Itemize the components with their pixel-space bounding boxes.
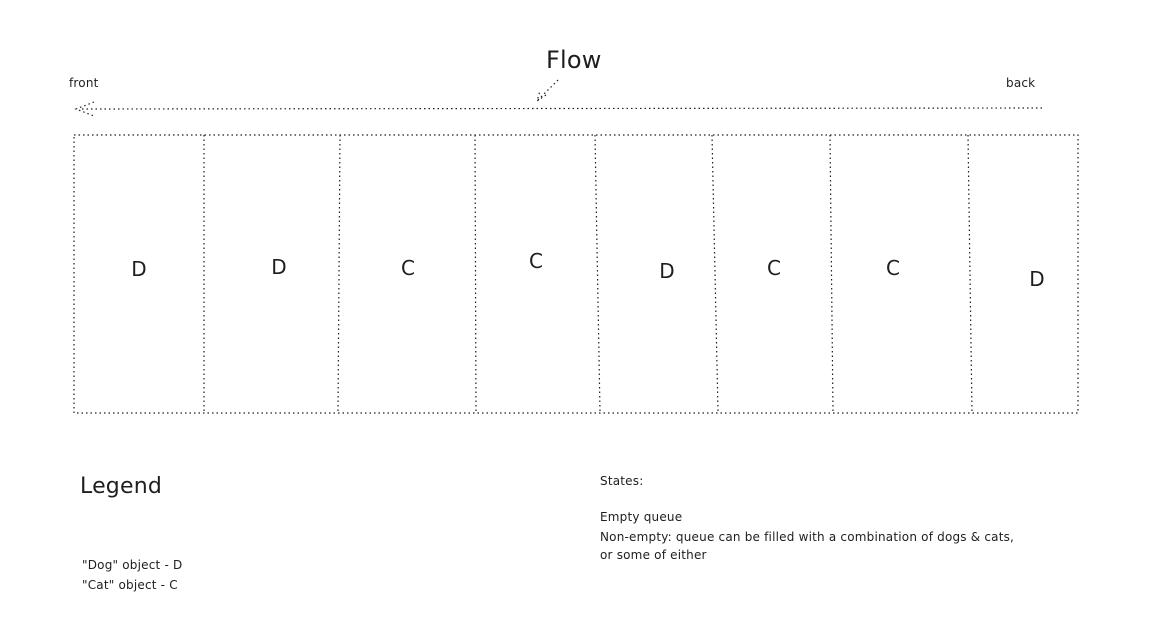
queue-cell-label: C [401,256,415,280]
queue-divider [829,134,834,413]
queue-cell-label: C [529,249,543,273]
queue-divider [337,134,341,413]
flow-label-pointer [536,79,559,102]
legend-item-cat: "Cat" object - C [82,578,178,592]
queue-divider [711,134,719,412]
states-title: States: [600,474,644,488]
state-non-empty: Non-empty: queue can be filled with a co… [600,530,1015,544]
legend-item-dog: "Dog" object - D [82,558,183,572]
state-empty: Empty queue [600,510,683,524]
legend-title: Legend [80,474,163,499]
queue-box [73,134,1079,414]
front-label: front [69,76,99,90]
queue-cell-label: D [659,259,675,283]
queue-cell-label: D [131,257,147,281]
queue-cell-label: C [886,256,900,280]
flow-arrow-line [81,107,1043,110]
state-non-empty-continued: or some of either [600,548,707,562]
queue-divider [967,134,973,414]
queue-cell-label: D [1029,267,1045,291]
queue-divider [594,134,601,413]
queue-cell-label: C [767,256,781,280]
queue-cell-label: D [271,255,287,279]
queue-divider [474,134,477,412]
back-label: back [1006,76,1036,90]
flow-arrow-head [74,101,95,117]
flow-title: Flow [546,46,602,74]
